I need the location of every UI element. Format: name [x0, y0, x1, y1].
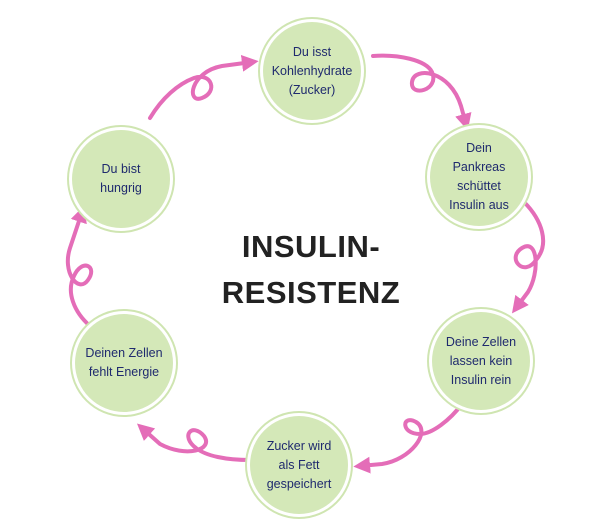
arrow-3-to-4 — [353, 402, 464, 474]
diagram-title: INSULIN- RESISTENZ — [180, 224, 442, 316]
cycle-step-label: Deine Zellen lassen kein Insulin rein — [445, 334, 517, 387]
cycle-step-label: Dein Pankreas schüttet Insulin aus — [449, 141, 509, 212]
arrow-4-to-5 — [136, 423, 252, 462]
cycle-step-sugar-stored-as-fat: Zucker wird als Fett gespeichert — [250, 416, 348, 514]
cycle-step-hungry: Du bist hungrig — [72, 130, 170, 228]
arrow-6-to-1 — [148, 55, 259, 120]
cycle-step-cells-lack-energy: Deinen Zellen fehlt Energie — [75, 314, 173, 412]
cycle-step-pancreas-insulin: Dein Pankreas schüttet Insulin aus — [430, 128, 528, 226]
arrow-5-to-6 — [65, 205, 94, 328]
cycle-step-label: Du isst Kohlenhydrate (Zucker) — [271, 44, 353, 97]
title-line-1: INSULIN- — [241, 229, 381, 264]
cycle-step-label: Du bist hungrig — [100, 162, 142, 195]
title-line-2: RESISTENZ — [221, 275, 401, 310]
cycle-step-label: Zucker wird als Fett gespeichert — [266, 438, 332, 491]
cycle-step-cells-block-insulin: Deine Zellen lassen kein Insulin rein — [432, 312, 530, 410]
cycle-step-label: Deinen Zellen fehlt Energie — [85, 346, 163, 379]
arrow-2-to-3 — [511, 200, 546, 314]
arrow-1-to-2 — [371, 53, 472, 131]
cycle-step-eat-carbs: Du isst Kohlenhydrate (Zucker) — [263, 22, 361, 120]
